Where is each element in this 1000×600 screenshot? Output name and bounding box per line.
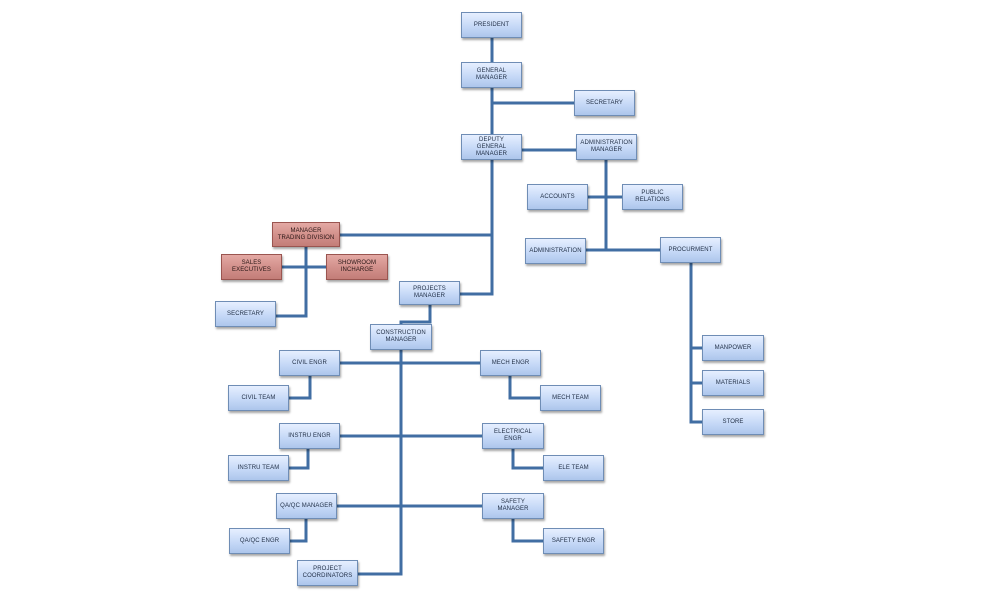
node-ele-team: ELE TEAM	[543, 455, 604, 481]
node-deputy-general-manager: DEPUTY GENERAL MANAGER	[461, 134, 522, 160]
node-qa-qc-manager: QA/QC MANAGER	[276, 493, 337, 519]
edge-construction-spine	[356, 348, 403, 576]
node-instru-engr: INSTRU ENGR	[279, 423, 340, 449]
node-president: PRESIDENT	[461, 12, 522, 38]
node-public-relations: PUBLIC RELATIONS	[622, 184, 683, 210]
node-showroom-incharge: SHOWROOM INCHARGE	[326, 254, 388, 280]
edge-civil-team	[287, 374, 312, 400]
node-sales-executives: SALES EXECUTIVES	[221, 254, 282, 280]
node-mech-team: MECH TEAM	[540, 385, 601, 411]
edge-instru-team	[287, 447, 310, 470]
node-electrical-engr: ELECTRICAL ENGR	[482, 423, 544, 449]
edge-trading-spine	[274, 245, 308, 318]
node-secretary-top: SECRETARY	[574, 90, 635, 116]
node-materials: MATERIALS	[702, 370, 764, 396]
node-projects-manager: PROJECTS MANAGER	[399, 281, 460, 305]
node-administration-manager: ADMINISTRATION MANAGER	[576, 134, 637, 160]
edge-electrical-team	[511, 447, 545, 470]
node-accounts: ACCOUNTS	[527, 184, 588, 210]
node-construction-manager: CONSTRUCTION MANAGER	[370, 324, 432, 350]
node-store: STORE	[702, 409, 764, 435]
node-mech-engr: MECH ENGR	[480, 350, 541, 376]
node-safety-engr: SAFETY ENGR	[543, 528, 604, 554]
node-manpower: MANPOWER	[702, 335, 764, 361]
node-safety-manager: SAFETY MANAGER	[482, 493, 544, 519]
node-manager-trading-division: MANAGER TRADING DIVISION	[272, 222, 340, 247]
edge-dgm-down	[458, 158, 494, 296]
node-secretary-trading: SECRETARY	[215, 301, 276, 327]
node-civil-engr: CIVIL ENGR	[279, 350, 340, 376]
node-procurement: PROCURMENT	[660, 237, 721, 263]
edge-mech-team	[508, 374, 542, 400]
node-instru-team: INSTRU TEAM	[228, 455, 289, 481]
node-project-coordinators: PROJECT COORDINATORS	[297, 560, 358, 586]
node-administration: ADMINISTRATION	[525, 238, 586, 264]
edge-qaqc-engr	[288, 517, 308, 543]
node-general-manager: GENERAL MANAGER	[461, 62, 522, 88]
node-civil-team: CIVIL TEAM	[228, 385, 289, 411]
edge-safety-engr	[511, 517, 545, 543]
node-qa-qc-engr: QA/QC ENGR	[229, 528, 290, 554]
